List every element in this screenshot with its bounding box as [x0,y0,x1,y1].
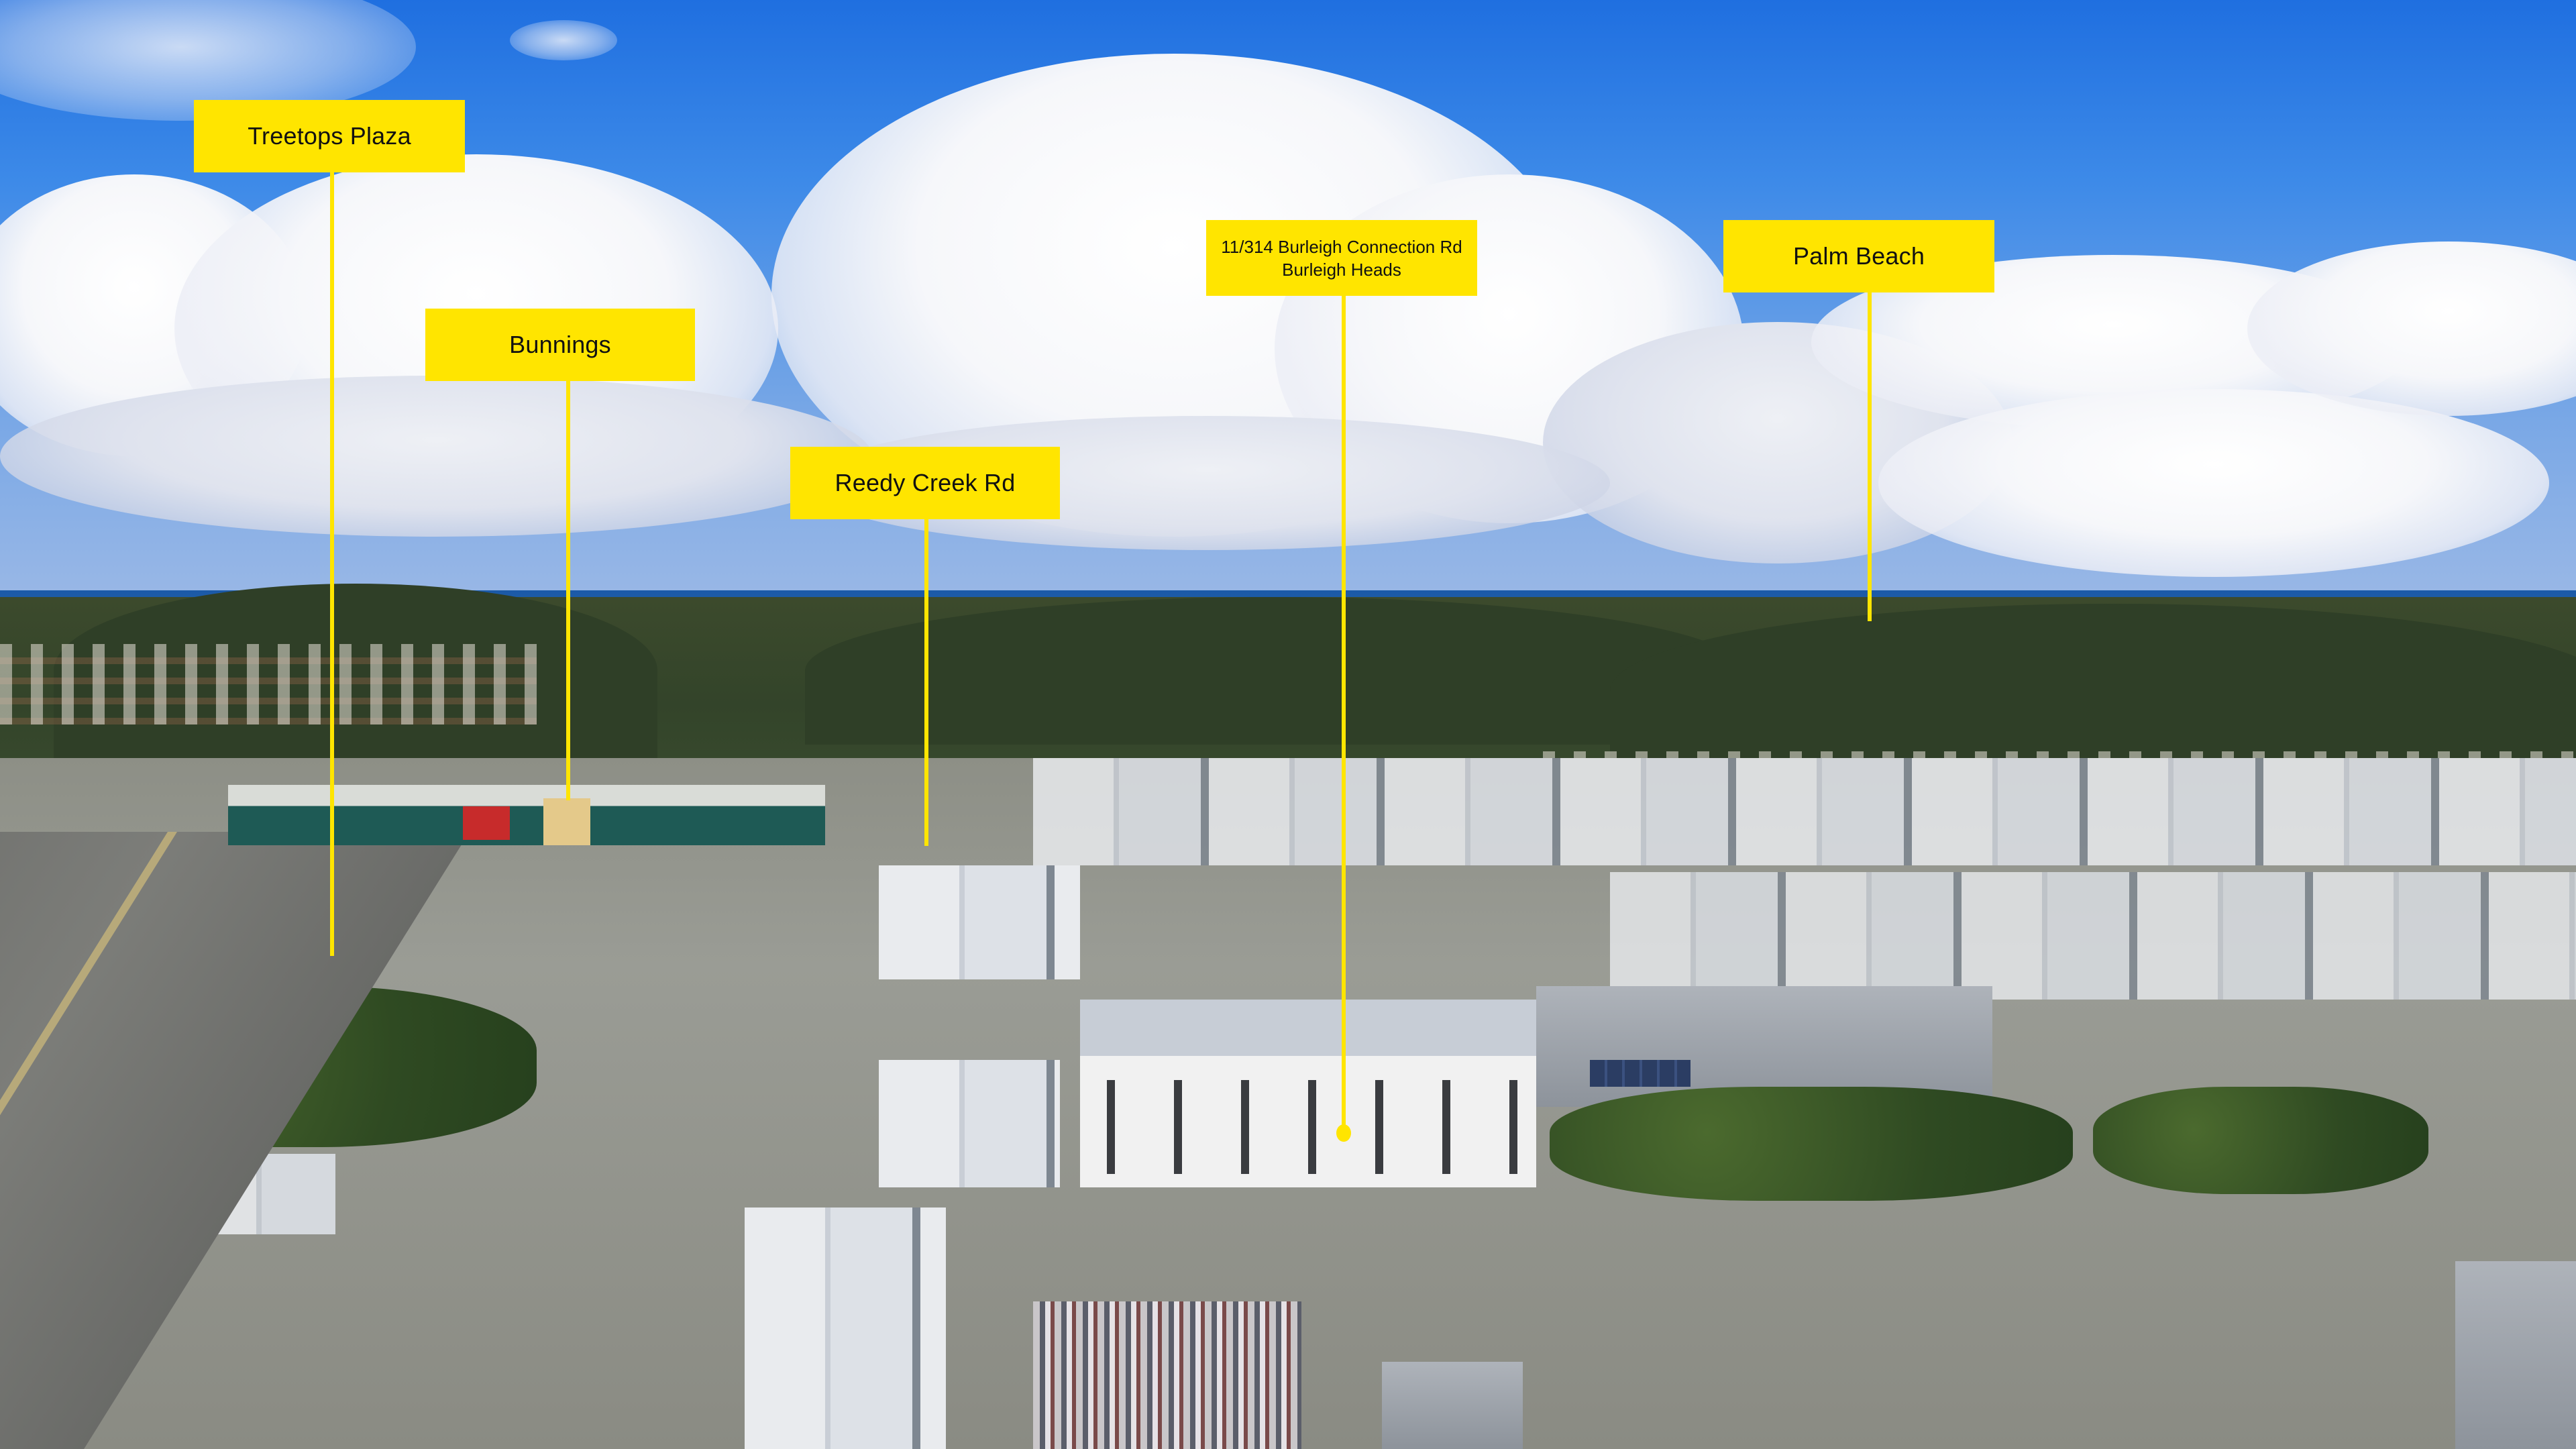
callout-pointer-bunnings [566,381,570,800]
callout-label-line-2: Burleigh Heads [1282,259,1401,280]
warehouse-roof [2455,1261,2576,1449]
callout-subject-property: 11/314 Burleigh Connection Rd Burleigh H… [1206,220,1477,296]
callout-label: Reedy Creek Rd [835,469,1016,496]
warehouse-roof [1382,1362,1523,1449]
subject-building [1080,1000,1536,1187]
callout-pointer-subject-property [1342,296,1346,1134]
callout-pointer-palm-beach [1868,292,1872,621]
location-marker-dot [1336,1124,1351,1142]
callout-bunnings: Bunnings [425,309,695,381]
hill [805,597,1744,745]
cloud [510,20,617,60]
car-yard [1033,1301,1301,1449]
industrial-roofs [1610,872,2576,1000]
callout-label: Treetops Plaza [248,122,411,150]
trees [2093,1087,2428,1194]
callout-treetops-plaza: Treetops Plaza [194,100,465,172]
callout-label: Palm Beach [1792,242,1925,270]
hill [1610,604,2576,778]
cloud [2247,241,2576,416]
cloud [0,376,872,537]
callout-label: Bunnings [509,331,611,358]
callout-pointer-reedy-creek-rd [924,519,928,846]
industrial-roofs [1033,758,2576,865]
bunnings-warehouse [228,785,825,845]
building-roof [879,865,1080,979]
callout-pointer-treetops-plaza [330,172,334,956]
tree-line [1550,1087,2073,1201]
building-roof [879,1060,1060,1187]
callout-label-line-1: 11/314 Burleigh Connection Rd [1221,236,1462,257]
callout-reedy-creek-rd: Reedy Creek Rd [790,447,1060,519]
cloud [1878,389,2549,577]
callout-palm-beach: Palm Beach [1723,220,1994,292]
warehouse-roof [745,1208,946,1449]
suburb-houses [0,644,537,724]
solar-panels [1590,1060,1690,1087]
